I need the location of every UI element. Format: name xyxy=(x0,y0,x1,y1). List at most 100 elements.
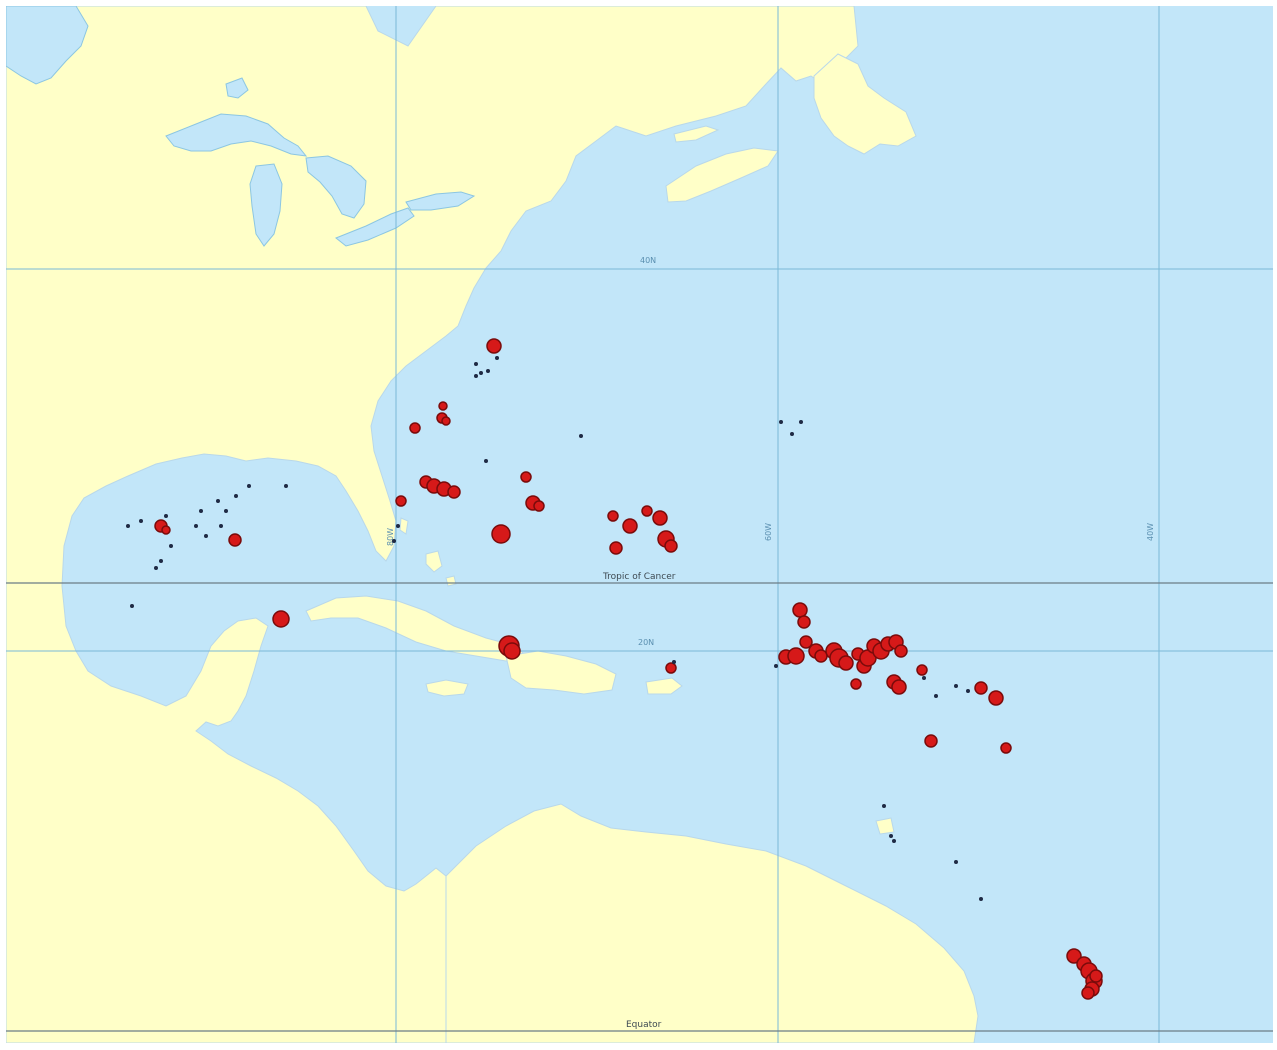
occurrence-point-large[interactable] xyxy=(916,664,928,676)
label-tropic-of-cancer: Tropic of Cancer xyxy=(602,572,676,582)
occurrence-point-small[interactable] xyxy=(474,374,478,378)
occurrence-point-small[interactable] xyxy=(892,839,896,843)
occurrence-point-small[interactable] xyxy=(284,484,288,488)
occurrence-point-small[interactable] xyxy=(126,524,130,528)
map-canvas[interactable]: 40N 20N 80W 60W 40W Tropic of Cancer Equ… xyxy=(6,6,1273,1043)
occurrence-point-large[interactable] xyxy=(787,647,805,665)
occurrence-point-large[interactable] xyxy=(838,655,854,671)
occurrence-point-small[interactable] xyxy=(164,514,168,518)
occurrence-point-large[interactable] xyxy=(533,500,545,512)
occurrence-point-large[interactable] xyxy=(228,533,242,547)
land-hispaniola xyxy=(505,650,617,695)
occurrence-point-large[interactable] xyxy=(607,510,619,522)
occurrence-point-large[interactable] xyxy=(441,416,451,426)
occurrence-point-small[interactable] xyxy=(392,539,396,543)
occurrence-point-large[interactable] xyxy=(974,681,988,695)
occurrence-point-large[interactable] xyxy=(799,635,813,649)
occurrence-point-small[interactable] xyxy=(194,524,198,528)
occurrence-point-small[interactable] xyxy=(396,524,400,528)
occurrence-point-small[interactable] xyxy=(966,689,970,693)
lake-ontario xyxy=(405,191,476,211)
occurrence-point-large[interactable] xyxy=(850,678,862,690)
occurrence-point-small[interactable] xyxy=(216,499,220,503)
occurrence-point-small[interactable] xyxy=(495,356,499,360)
occurrence-point-large[interactable] xyxy=(797,615,811,629)
occurrence-point-small[interactable] xyxy=(479,371,483,375)
land-trinidad xyxy=(875,817,895,835)
occurrence-point-small[interactable] xyxy=(474,362,478,366)
occurrence-point-small[interactable] xyxy=(247,484,251,488)
occurrence-point-small[interactable] xyxy=(159,559,163,563)
land-puerto-rico xyxy=(645,677,683,695)
occurrence-point-large[interactable] xyxy=(1081,986,1095,1000)
label-lon-80: 80W xyxy=(386,528,395,546)
label-lon-60: 60W xyxy=(764,523,773,541)
occurrence-point-small[interactable] xyxy=(579,434,583,438)
occurrence-point-large[interactable] xyxy=(395,495,407,507)
land-north-america xyxy=(6,6,859,1043)
occurrence-point-large[interactable] xyxy=(272,610,290,628)
occurrence-point-large[interactable] xyxy=(792,602,808,618)
occurrence-point-small[interactable] xyxy=(934,694,938,698)
occurrence-point-large[interactable] xyxy=(622,518,638,534)
occurrence-point-large[interactable] xyxy=(503,642,521,660)
hudson-bay xyxy=(6,6,89,85)
occurrence-point-large[interactable] xyxy=(891,679,907,695)
occurrence-point-large[interactable] xyxy=(486,338,502,354)
lake-erie xyxy=(335,207,415,247)
occurrence-point-large[interactable] xyxy=(894,644,908,658)
occurrence-point-small[interactable] xyxy=(154,566,158,570)
occurrence-point-small[interactable] xyxy=(954,684,958,688)
occurrence-point-small[interactable] xyxy=(790,432,794,436)
occurrence-point-small[interactable] xyxy=(486,369,490,373)
occurrence-point-large[interactable] xyxy=(409,422,421,434)
occurrence-point-small[interactable] xyxy=(204,534,208,538)
occurrence-point-large[interactable] xyxy=(641,505,653,517)
occurrence-point-large[interactable] xyxy=(814,649,828,663)
occurrence-point-small[interactable] xyxy=(882,804,886,808)
land-anticosti xyxy=(673,125,720,143)
occurrence-point-large[interactable] xyxy=(161,525,171,535)
land-jamaica xyxy=(425,679,469,697)
occurrence-point-large[interactable] xyxy=(988,690,1004,706)
occurrence-point-large[interactable] xyxy=(665,662,677,674)
occurrence-point-large[interactable] xyxy=(1000,742,1012,754)
occurrence-point-small[interactable] xyxy=(484,459,488,463)
label-lat-40: 40N xyxy=(640,256,656,265)
land-bahamas-1 xyxy=(425,550,443,573)
occurrence-point-small[interactable] xyxy=(139,519,143,523)
land-bahamas-3 xyxy=(445,575,457,587)
land-newfoundland xyxy=(813,53,917,155)
occurrence-point-small[interactable] xyxy=(169,544,173,548)
label-lon-40: 40W xyxy=(1146,523,1155,541)
occurrence-point-small[interactable] xyxy=(922,676,926,680)
occurrence-point-small[interactable] xyxy=(889,834,893,838)
label-lat-20: 20N xyxy=(638,638,654,647)
occurrence-point-small[interactable] xyxy=(199,509,203,513)
occurrence-point-small[interactable] xyxy=(954,860,958,864)
occurrence-point-large[interactable] xyxy=(609,541,623,555)
occurrence-point-large[interactable] xyxy=(664,539,678,553)
land-south-america xyxy=(445,803,979,1043)
occurrence-point-small[interactable] xyxy=(224,509,228,513)
lake-michigan xyxy=(249,163,283,247)
occurrence-point-small[interactable] xyxy=(130,604,134,608)
occurrence-point-large[interactable] xyxy=(1066,948,1082,964)
occurrence-point-large[interactable] xyxy=(1089,969,1103,983)
occurrence-point-large[interactable] xyxy=(924,734,938,748)
occurrence-point-small[interactable] xyxy=(774,664,778,668)
occurrence-point-small[interactable] xyxy=(234,494,238,498)
small-occurrence-points xyxy=(126,356,983,901)
land-bahamas-2 xyxy=(399,517,409,535)
occurrence-point-large[interactable] xyxy=(491,524,511,544)
occurrence-point-small[interactable] xyxy=(219,524,223,528)
occurrence-point-large[interactable] xyxy=(447,485,461,499)
occurrence-point-small[interactable] xyxy=(799,420,803,424)
occurrence-point-large[interactable] xyxy=(520,471,532,483)
occurrence-point-large[interactable] xyxy=(438,401,448,411)
map-frame[interactable]: 40N 20N 80W 60W 40W Tropic of Cancer Equ… xyxy=(6,6,1273,1043)
occurrence-point-small[interactable] xyxy=(672,660,676,664)
occurrence-point-small[interactable] xyxy=(979,897,983,901)
occurrence-point-small[interactable] xyxy=(779,420,783,424)
occurrence-point-large[interactable] xyxy=(652,510,668,526)
